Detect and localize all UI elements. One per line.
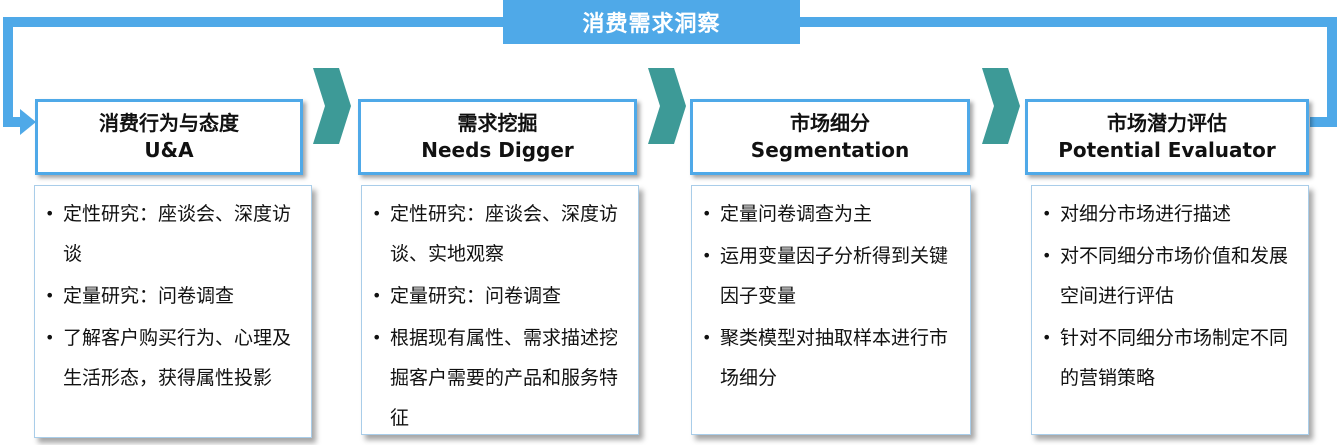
stage-header-potential-evaluator: 市场潜力评估 Potential Evaluator xyxy=(1025,99,1309,175)
bullet-item: 根据现有属性、需求描述挖掘客户需要的产品和服务特征 xyxy=(372,318,628,438)
stage-title-cn: 消费行为与态度 xyxy=(99,111,239,135)
bullet-item: 针对不同细分市场制定不同的营销策略 xyxy=(1042,318,1298,398)
stage-title-en: Needs Digger xyxy=(421,138,574,162)
stage-title-cn: 需求挖掘 xyxy=(457,111,538,135)
feedback-loop-arrowhead xyxy=(20,109,36,135)
flow-arrow-3 xyxy=(982,68,1020,144)
stage-header-ua: 消费行为与态度 U&A xyxy=(35,99,303,175)
stage-details-segmentation: 定量问卷调查为主 运用变量因子分析得到关键因子变量 聚类模型对抽取样本进行市场细… xyxy=(691,185,971,435)
flow-arrow-1 xyxy=(313,68,351,144)
stage-title-cn: 市场潜力评估 xyxy=(1107,111,1227,135)
bullet-item: 定量问卷调查为主 xyxy=(702,194,960,234)
bullet-item: 对不同细分市场价值和发展空间进行评估 xyxy=(1042,236,1298,316)
stage-title-cn: 市场细分 xyxy=(790,111,870,135)
stage-title-en: U&A xyxy=(144,138,194,162)
bullet-item: 运用变量因子分析得到关键因子变量 xyxy=(702,236,960,316)
bullet-item: 定性研究：座谈会、深度访谈 xyxy=(45,194,301,274)
stage-header-needs-digger: 需求挖掘 Needs Digger xyxy=(358,99,637,175)
stage-details-potential-evaluator: 对细分市场进行描述 对不同细分市场价值和发展空间进行评估 针对不同细分市场制定不… xyxy=(1031,185,1309,435)
stage-details-needs-digger: 定性研究：座谈会、深度访谈、实地观察 定量研究：问卷调查 根据现有属性、需求描述… xyxy=(361,185,639,435)
stage-title-en: Potential Evaluator xyxy=(1058,138,1276,162)
diagram-title: 消费需求洞察 xyxy=(503,0,800,44)
bullet-item: 了解客户购买行为、心理及生活形态，获得属性投影 xyxy=(45,318,301,398)
bullet-item: 对细分市场进行描述 xyxy=(1042,194,1298,234)
stage-details-ua: 定性研究：座谈会、深度访谈 定量研究：问卷调查 了解客户购买行为、心理及生活形态… xyxy=(34,185,312,438)
bullet-item: 定量研究：问卷调查 xyxy=(45,276,301,316)
bullet-item: 定性研究：座谈会、深度访谈、实地观察 xyxy=(372,194,628,274)
stage-header-segmentation: 市场细分 Segmentation xyxy=(690,99,970,175)
bullet-item: 聚类模型对抽取样本进行市场细分 xyxy=(702,318,960,398)
flow-arrow-2 xyxy=(648,68,686,144)
bullet-item: 定量研究：问卷调查 xyxy=(372,276,628,316)
stage-title-en: Segmentation xyxy=(750,138,910,162)
